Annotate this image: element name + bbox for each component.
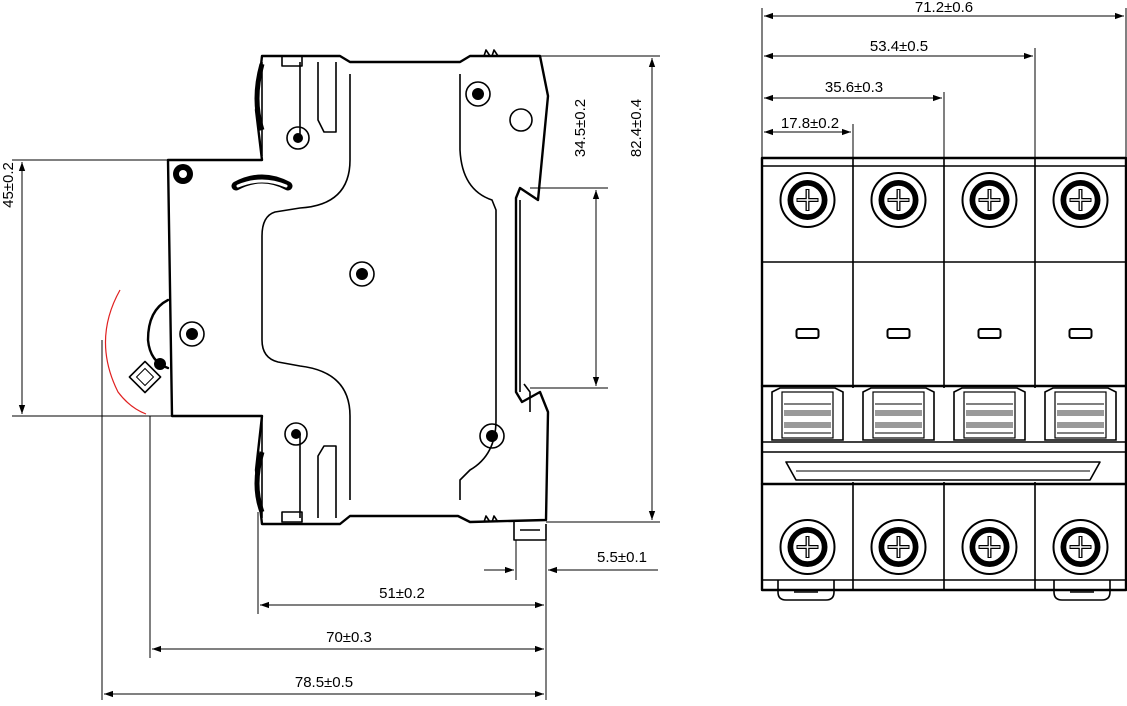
dim-label-35-6: 35.6±0.3 bbox=[825, 79, 883, 96]
status-indicator-icon bbox=[977, 328, 1002, 339]
bottom-terminal-screw-icon-cross-hl bbox=[1070, 537, 1091, 557]
front-view: 71.2±0.6 53.4±0.5 35.6±0.3 17.8±0.2 bbox=[760, 0, 1127, 601]
upper-terminal-window bbox=[281, 55, 303, 67]
dim-label-5-5: 5.5±0.1 bbox=[597, 549, 647, 566]
toggle-handle-stripe bbox=[784, 410, 831, 416]
lower-terminal-rim bbox=[254, 451, 265, 513]
lower-terminal bbox=[261, 418, 337, 518]
top-terminal-screw-icon-cross-hl bbox=[979, 190, 1000, 210]
top-terminal-screw-icon-cross-hl bbox=[1070, 190, 1091, 210]
screw-icon bbox=[286, 126, 310, 150]
poles-group bbox=[771, 172, 1117, 575]
screw-icon bbox=[349, 261, 375, 287]
lower-terminal-window bbox=[281, 511, 303, 523]
side-center-plate bbox=[261, 74, 497, 500]
dim-label-51: 51±0.2 bbox=[379, 585, 425, 602]
toggle-handle-stripe bbox=[1057, 422, 1104, 428]
notch-bottom bbox=[483, 515, 499, 523]
screw-icon bbox=[284, 422, 308, 446]
top-terminal-screw-icon-cross-hl bbox=[888, 190, 909, 210]
toggle-handle-stripe bbox=[875, 422, 922, 428]
screw-icon bbox=[479, 423, 505, 449]
screw-icon bbox=[179, 321, 205, 347]
toggle-handle-stripe bbox=[784, 422, 831, 428]
pole-dividers bbox=[852, 158, 1036, 590]
toggle-knob bbox=[128, 298, 170, 394]
toggle-swing-arc bbox=[104, 289, 147, 415]
screw-icon bbox=[173, 164, 193, 184]
toggle-handle-stripe bbox=[875, 410, 922, 416]
notch-top bbox=[483, 49, 499, 57]
status-indicator-icon bbox=[1068, 328, 1093, 339]
bottom-terminal-screw-icon-cross-hl bbox=[888, 537, 909, 557]
dim-label-34-5: 34.5±0.2 bbox=[572, 99, 589, 157]
bottom-terminal-screw-icon-cross-hl bbox=[979, 537, 1000, 557]
extension-lines bbox=[12, 55, 660, 700]
front-extension-lines bbox=[761, 8, 1127, 158]
side-view: 45±0.2 34.5±0.2 82.4±0.4 5.5±0.1 51±0.2 … bbox=[0, 49, 660, 700]
dim-label-70: 70±0.3 bbox=[326, 629, 372, 646]
status-indicator-icon bbox=[795, 328, 820, 339]
upper-terminal-rim bbox=[254, 63, 265, 131]
screw-icon bbox=[465, 81, 491, 107]
toggle-handle-stripe bbox=[966, 422, 1013, 428]
top-terminal-screw-icon-cross-hl bbox=[797, 190, 818, 210]
dim-label-17-8: 17.8±0.2 bbox=[781, 115, 839, 132]
dim-label-45: 45±0.2 bbox=[0, 162, 17, 208]
bottom-terminal-screw-icon-cross-hl bbox=[797, 537, 818, 557]
din-clip-left bbox=[777, 580, 835, 601]
toggle-handle-face bbox=[872, 391, 925, 439]
status-indicator-icon bbox=[886, 328, 911, 339]
din-clip bbox=[513, 200, 547, 541]
dim-label-82-4: 82.4±0.4 bbox=[628, 99, 645, 157]
din-clip-right bbox=[1053, 580, 1111, 601]
hole-icon bbox=[509, 108, 533, 132]
toggle-handle-stripe bbox=[966, 410, 1013, 416]
dim-label-71-2: 71.2±0.6 bbox=[915, 0, 973, 16]
toggle-handle-face bbox=[963, 391, 1016, 439]
toggle-handle-face bbox=[1054, 391, 1107, 439]
toggle-handle-face bbox=[781, 391, 834, 439]
dim-label-53-4: 53.4±0.5 bbox=[870, 38, 928, 55]
side-body-outline bbox=[166, 54, 550, 526]
toggle-handle-stripe bbox=[1057, 410, 1104, 416]
dim-label-78-5: 78.5±0.5 bbox=[295, 674, 353, 691]
